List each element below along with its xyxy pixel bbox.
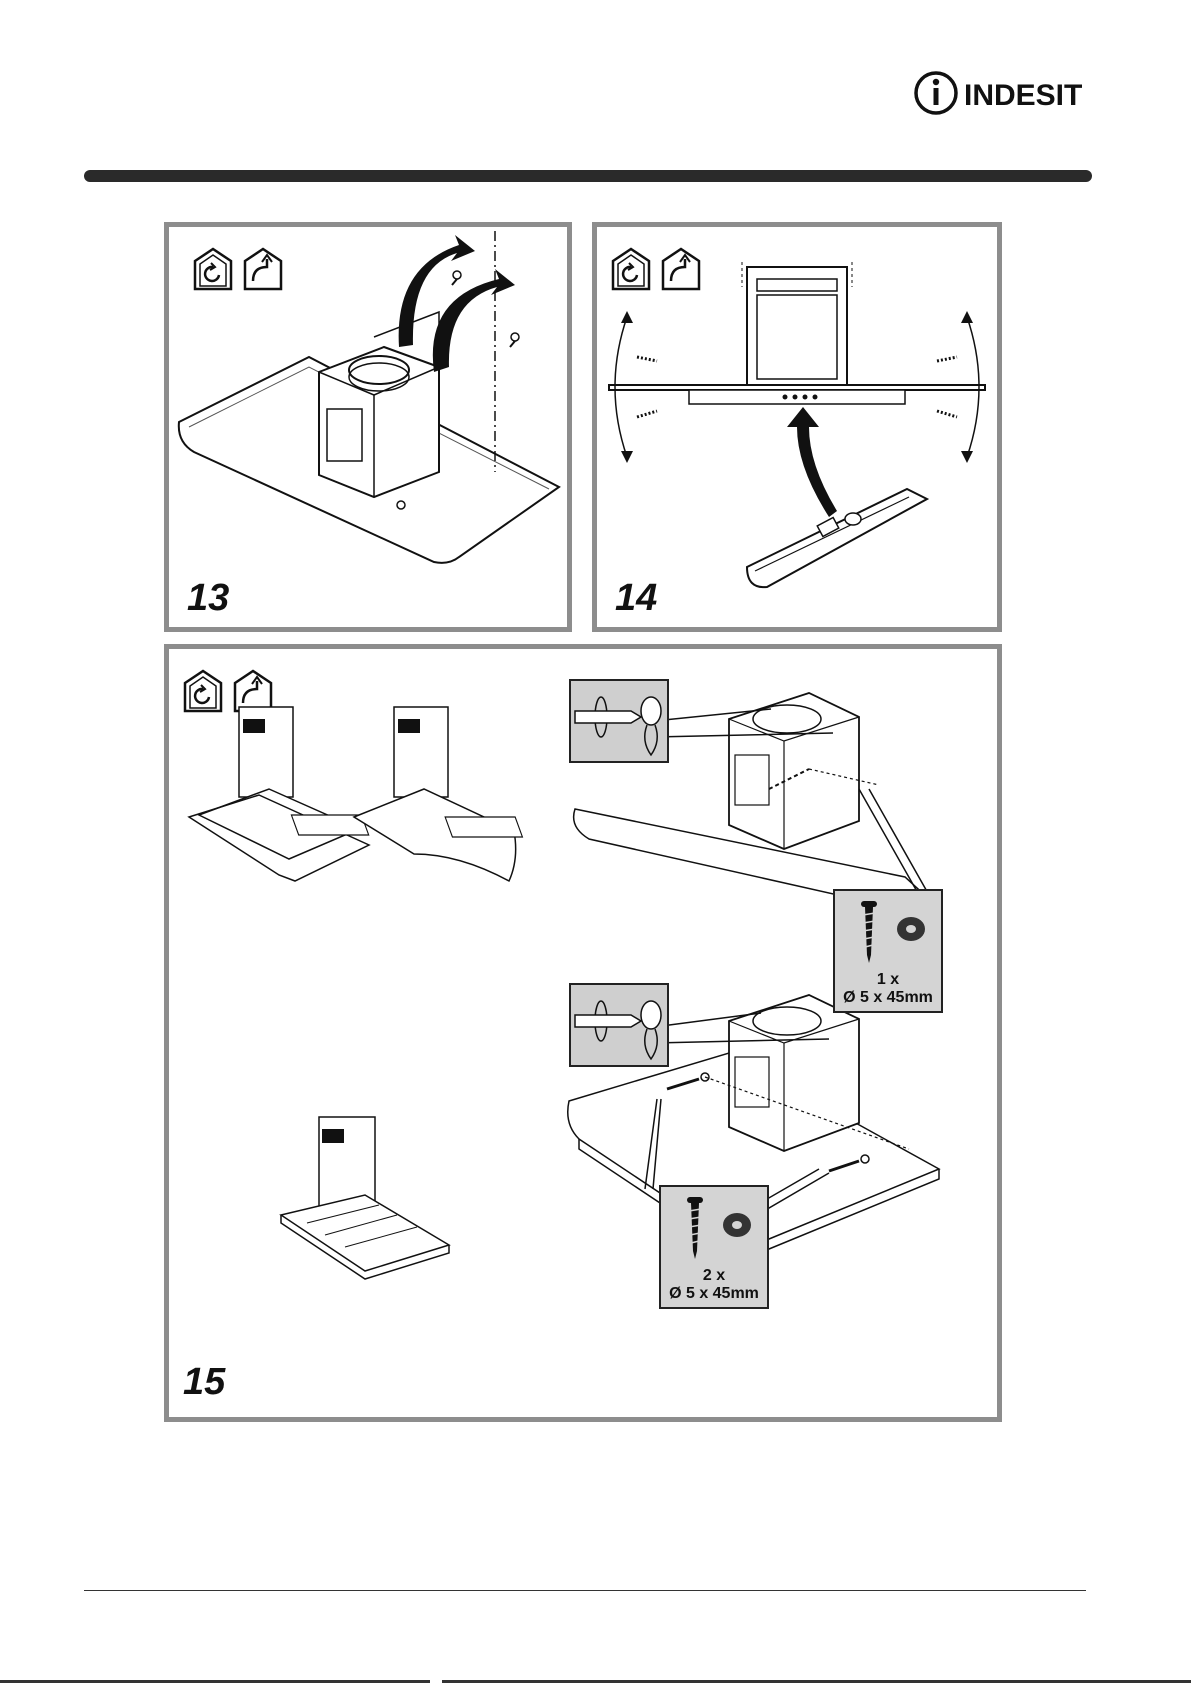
hood-model-glass-curved [354, 707, 522, 881]
screw-count: 1 x [835, 971, 941, 989]
screwdriver-icon [571, 985, 667, 1065]
svg-text:INDESIT: INDESIT [964, 79, 1082, 112]
washer-icon [897, 917, 925, 941]
panel-13: 13 [164, 222, 572, 632]
hood-top-view-illustration [169, 227, 567, 627]
screw-size: Ø 5 x 45mm [661, 1285, 767, 1303]
screwdriver-inset [569, 983, 669, 1067]
hood-model-glass-flat [189, 707, 369, 881]
panel-number: 13 [187, 577, 229, 620]
header-rule [84, 170, 1092, 182]
hood-front-view-illustration [597, 227, 997, 627]
screwdriver-icon [571, 681, 667, 761]
screw-icon [510, 333, 519, 347]
footer-rule [84, 1590, 1086, 1591]
screw-spec-single: 1 x Ø 5 x 45mm [833, 889, 943, 1013]
footer-mark-right [442, 1680, 1191, 1683]
screw-icon [452, 271, 461, 285]
panel-number: 14 [615, 577, 657, 620]
screw-icon [687, 1197, 703, 1259]
screw-count: 2 x [661, 1267, 767, 1285]
washer-icon [723, 1213, 751, 1237]
screwdriver-inset [569, 679, 669, 763]
panel-number: 15 [183, 1361, 225, 1404]
screw-size: Ø 5 x 45mm [835, 989, 941, 1007]
indesit-logo: INDESIT [912, 68, 1088, 118]
screw-icon [861, 901, 877, 963]
panel-14: 14 [592, 222, 1002, 632]
screw-spec-double: 2 x Ø 5 x 45mm [659, 1185, 769, 1309]
panel-15: 1 x Ø 5 x 45mm 2 x Ø 5 x 45mm 15 [164, 644, 1002, 1422]
hood-model-box [281, 1117, 449, 1279]
footer-mark-left [0, 1680, 430, 1683]
